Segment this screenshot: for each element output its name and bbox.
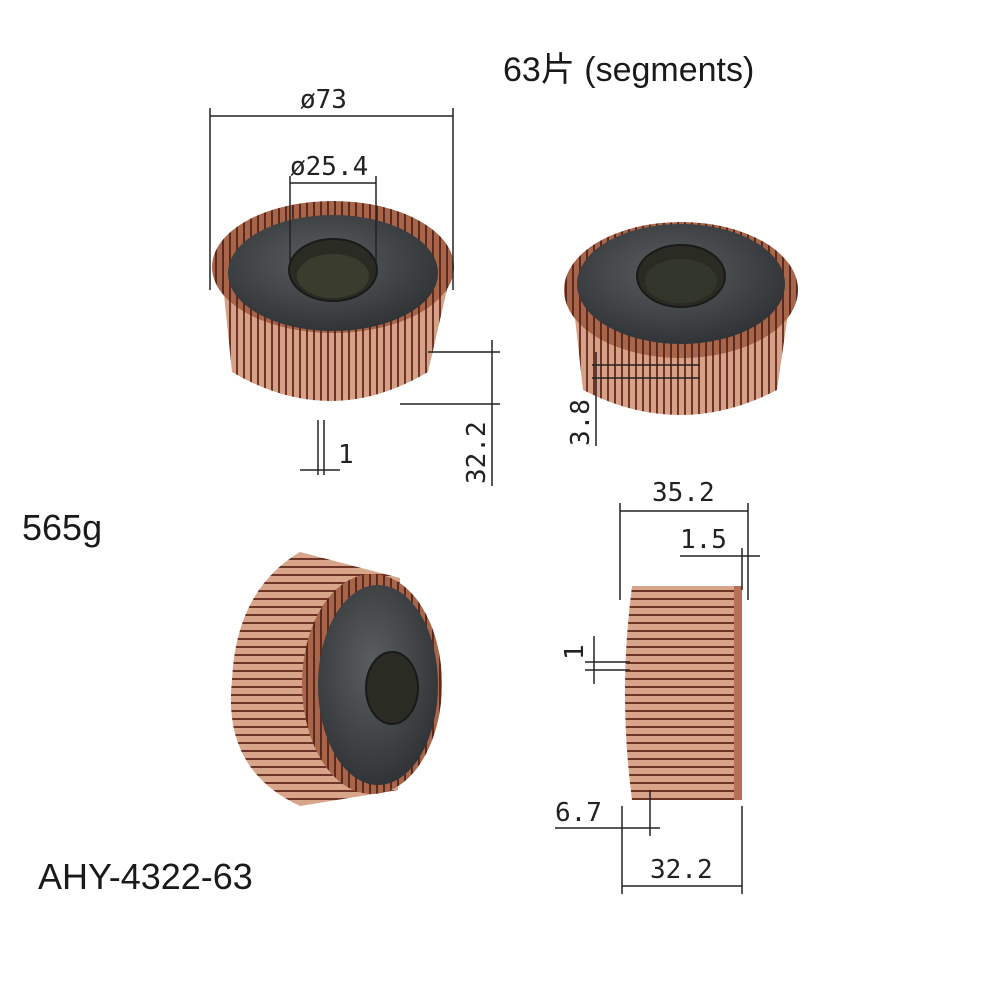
dim-step: 3.8 bbox=[566, 399, 596, 446]
dim-total-length: 35.2 bbox=[652, 478, 715, 508]
bore-inner bbox=[645, 259, 717, 303]
segments-label: 63片 (segments) bbox=[503, 51, 755, 89]
weight-label: 565g bbox=[22, 507, 103, 548]
center-bore bbox=[365, 651, 419, 725]
commutator-top-left bbox=[212, 201, 454, 401]
dimension-lines bbox=[209, 108, 760, 894]
commutator-top-right bbox=[564, 222, 798, 415]
commutator-bottom-left bbox=[230, 552, 442, 806]
copper-edge bbox=[734, 586, 742, 800]
dim-inner-diameter: ø25.4 bbox=[290, 152, 369, 182]
dim-slot-width-b: 1 bbox=[560, 644, 590, 660]
commutator-bottom-right bbox=[625, 586, 742, 800]
dim-height-a: 32.2 bbox=[462, 421, 492, 484]
bore-inner bbox=[297, 254, 369, 298]
dim-lip: 1.5 bbox=[680, 525, 727, 555]
copper-body bbox=[625, 586, 742, 800]
dim-height-b: 32.2 bbox=[650, 855, 713, 885]
dim-outer-diameter: ø73 bbox=[300, 85, 347, 115]
dim-riser: 6.7 bbox=[555, 798, 602, 828]
model-number: AHY-4322-63 bbox=[38, 856, 253, 897]
dim-slot-width-a: 1 bbox=[338, 440, 354, 470]
